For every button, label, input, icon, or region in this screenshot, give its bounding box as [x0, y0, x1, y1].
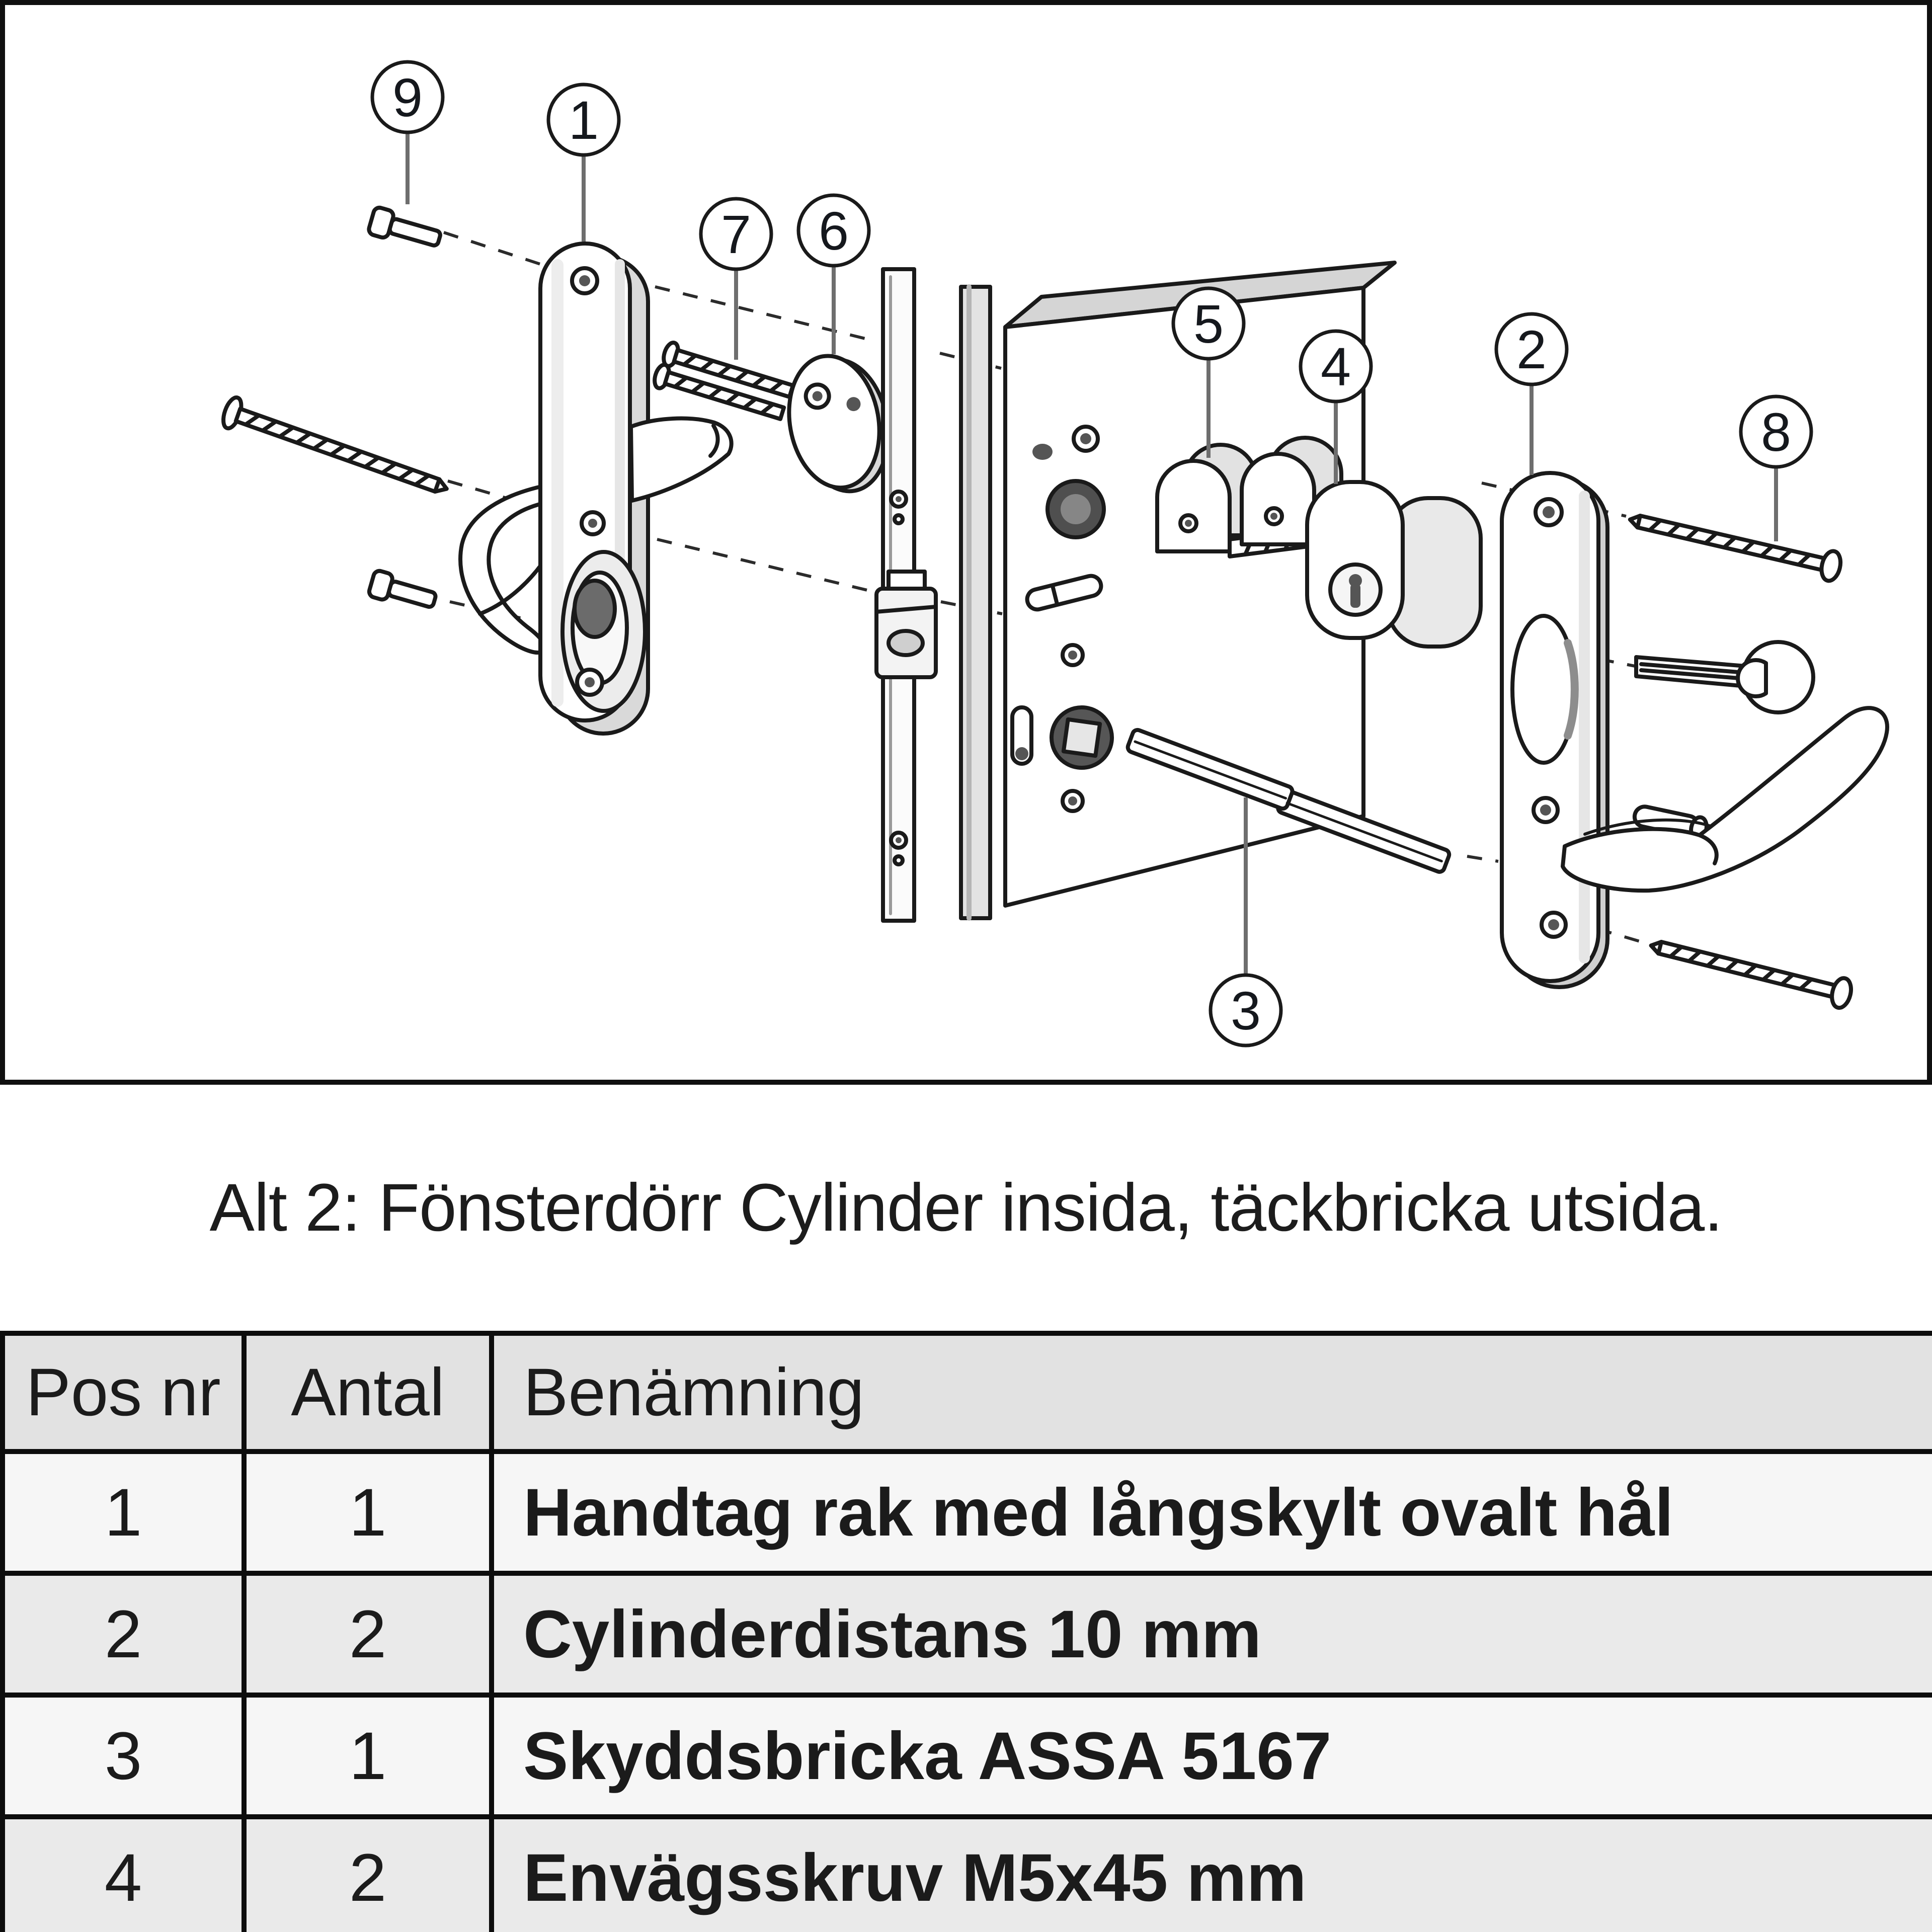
callout-1: 1	[546, 83, 621, 157]
cell-pos: 4	[0, 1814, 247, 1932]
outer-handle	[1561, 706, 1889, 893]
cell-pos: 3	[0, 1693, 247, 1819]
callout-8: 8	[1739, 394, 1813, 469]
table-row: 1 1 Handtag rak med långskylt ovalt hål	[0, 1449, 1932, 1576]
caption-band: Alt 2: Fönsterdörr Cylinder insida, täck…	[0, 1085, 1932, 1331]
callout-3-label: 3	[1231, 980, 1261, 1041]
callout-2: 2	[1494, 312, 1569, 386]
callout-9-label: 9	[392, 67, 423, 128]
part-2-outer-plate	[1500, 471, 1609, 989]
callout-8-label: 8	[1761, 401, 1791, 462]
caption: Alt 2: Fönsterdörr Cylinder insida, täck…	[209, 1170, 1723, 1245]
leader-lines	[406, 132, 1778, 975]
spindle-hole	[1050, 705, 1114, 770]
cell-name: Envägsskruv M5x45 mm	[489, 1814, 1932, 1932]
header-pos-nr: Pos nr	[0, 1331, 247, 1454]
cell-name: Handtag rak med långskylt ovalt hål	[489, 1449, 1932, 1576]
inner-handle-neck	[629, 416, 734, 503]
part-1-long-plate	[538, 242, 650, 736]
callout-4: 4	[1299, 329, 1373, 404]
diagram-panel: 9 1 7 6 5	[0, 0, 1932, 1085]
door-edge-strip	[959, 284, 992, 921]
callout-6-label: 6	[819, 200, 849, 261]
cell-antal: 1	[242, 1693, 494, 1819]
bolt-lower-left	[367, 569, 438, 609]
table-row: 3 1 Skyddsbricka ASSA 5167	[0, 1693, 1932, 1819]
callout-5-label: 5	[1193, 293, 1224, 354]
long-screw-left	[221, 395, 449, 494]
cell-name: Cylinderdistans 10 mm	[489, 1571, 1932, 1698]
cell-pos: 1	[0, 1449, 247, 1576]
screw-bottom-right	[1649, 940, 1853, 1010]
bolt-9	[367, 205, 442, 248]
lock-faceplate-strip	[874, 267, 938, 923]
callout-2-label: 2	[1516, 319, 1547, 380]
callout-3: 3	[1209, 973, 1283, 1048]
table-row: 2 2 Cylinderdistans 10 mm	[0, 1571, 1932, 1698]
latch-block	[874, 570, 938, 679]
table-row: 4 2 Envägsskruv M5x45 mm	[0, 1814, 1932, 1932]
cell-antal: 1	[242, 1449, 494, 1576]
callout-4-label: 4	[1321, 336, 1351, 397]
callout-5: 5	[1171, 286, 1246, 361]
header-benamning: Benämning	[489, 1331, 1932, 1454]
cell-antal: 2	[242, 1571, 494, 1698]
part-7-screws	[653, 341, 795, 421]
callout-9: 9	[370, 60, 445, 134]
callout-markers: 9 1 7 6 5	[370, 60, 1813, 1048]
cell-pos: 2	[0, 1571, 247, 1698]
part-3-bar	[1125, 728, 1452, 874]
cell-antal: 2	[242, 1814, 494, 1932]
screw-8	[1628, 514, 1843, 583]
parts-table: Pos nr Antal Benämning 1 1 Handtag rak m…	[0, 1331, 1932, 1932]
table-header-row: Pos nr Antal Benämning	[0, 1331, 1932, 1454]
parts-table-wrap: Pos nr Antal Benämning 1 1 Handtag rak m…	[0, 1331, 1932, 1932]
exploded-diagram: 9 1 7 6 5	[221, 60, 1889, 1048]
part-6-oval-cover	[787, 354, 891, 494]
key	[1634, 640, 1815, 714]
callout-1-label: 1	[569, 90, 599, 150]
header-antal: Antal	[242, 1331, 494, 1454]
callout-7-label: 7	[721, 204, 751, 265]
part-4-cylinder	[1305, 480, 1483, 649]
callout-6: 6	[796, 193, 871, 268]
cell-name: Skyddsbricka ASSA 5167	[489, 1693, 1932, 1819]
callout-7: 7	[699, 197, 773, 271]
